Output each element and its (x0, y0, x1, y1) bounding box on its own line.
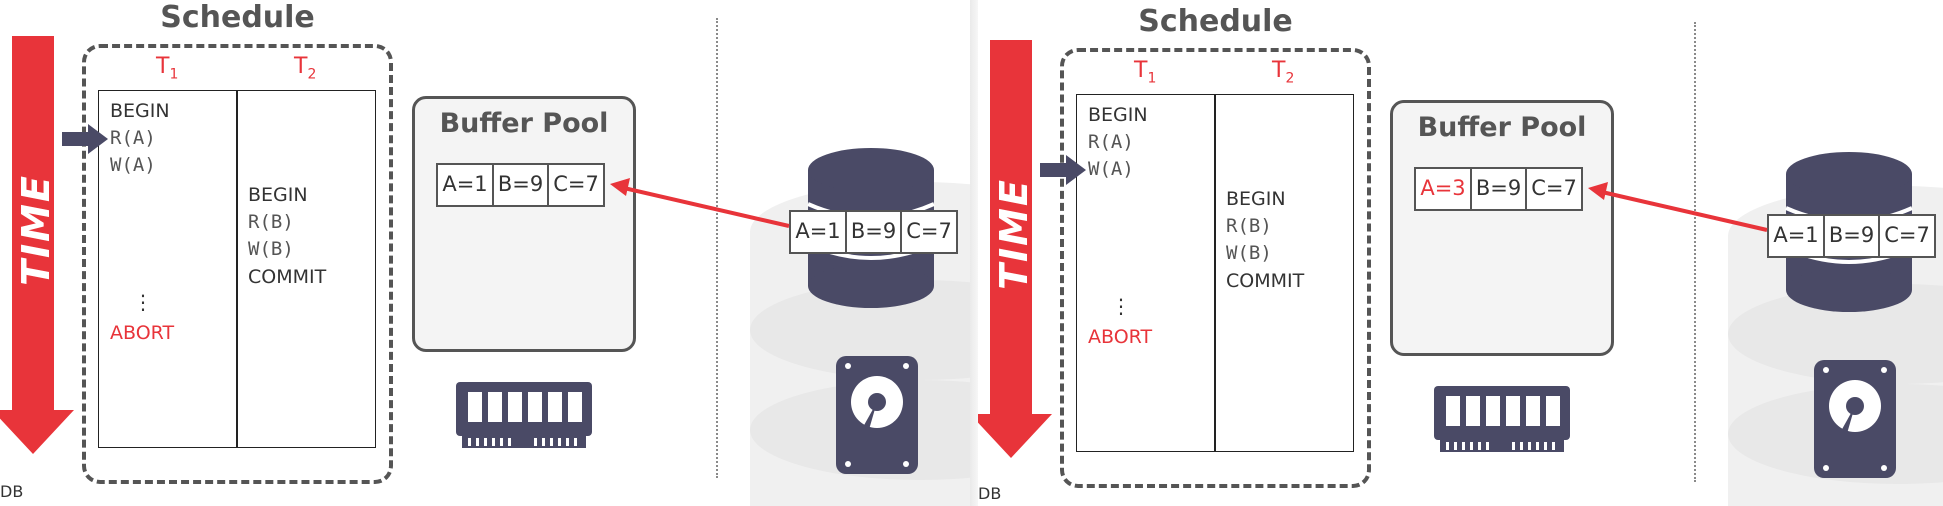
buffer-pool-cells: A=1 B=9 C=7 (436, 163, 605, 207)
ram-chip-icon (456, 382, 592, 448)
panel-separator (970, 0, 978, 506)
t1-header: T1 (156, 54, 179, 83)
column-divider (236, 90, 238, 448)
buffer-pool-box (412, 96, 636, 352)
schedule-frame (1060, 48, 1371, 488)
t2-header: T2 (1272, 58, 1295, 87)
disk-to-buffer-arrow-icon (610, 178, 790, 228)
ram-chip-icon (1434, 386, 1570, 452)
memory-disk-divider (716, 18, 718, 478)
buffer-cell-b: B=9 (1469, 167, 1528, 211)
disk-cells: A=1 B=9 C=7 (789, 210, 958, 254)
current-op-arrow-icon (1040, 155, 1086, 185)
schedule-title: Schedule (1138, 4, 1293, 39)
disk-cell-a: A=1 (1767, 214, 1825, 258)
buffer-pool-box (1390, 100, 1614, 356)
t2-read-b: R(B) (248, 211, 294, 233)
t2-commit: COMMIT (1226, 270, 1305, 292)
buffer-cell-c: C=7 (1525, 167, 1583, 211)
current-op-arrow-icon (62, 124, 108, 154)
t2-read-b: R(B) (1226, 215, 1272, 237)
footer-logo-text: DB (978, 484, 1002, 503)
disk-cell-b: B=9 (844, 210, 903, 254)
buffer-cell-a: A=1 (436, 163, 494, 207)
buffer-pool-title: Buffer Pool (1417, 112, 1587, 143)
panel-before-write: TIME Schedule T1 T2 BEGIN R(A) W(A) ⋮ AB… (0, 0, 970, 506)
t1-header: T1 (1134, 58, 1157, 87)
t2-begin: BEGIN (248, 184, 308, 206)
hard-drive-icon (836, 356, 918, 474)
disk-cell-c: C=7 (1878, 214, 1936, 258)
t1-read-a: R(A) (110, 127, 156, 149)
footer-logo-text: DB (0, 482, 24, 501)
t1-abort: ABORT (1088, 326, 1153, 348)
t2-write-b: W(B) (1226, 242, 1272, 264)
t1-write-a: W(A) (1088, 158, 1134, 180)
disk-cells: A=1 B=9 C=7 (1767, 214, 1936, 258)
column-divider (1214, 94, 1216, 452)
t2-begin: BEGIN (1226, 188, 1286, 210)
disk-cell-a: A=1 (789, 210, 847, 254)
t1-begin: BEGIN (110, 100, 170, 122)
t1-ellipsis: ⋮ (133, 290, 153, 314)
memory-disk-divider (1694, 22, 1696, 482)
schedule-frame (82, 44, 393, 484)
disk-to-buffer-arrow-icon (1588, 182, 1768, 232)
time-arrow-icon (0, 36, 74, 454)
t1-read-a: R(A) (1088, 131, 1134, 153)
disk-cell-c: C=7 (900, 210, 958, 254)
buffer-pool-cells: A=3 B=9 C=7 (1414, 167, 1583, 211)
t1-ellipsis: ⋮ (1111, 294, 1131, 318)
t2-commit: COMMIT (248, 266, 327, 288)
t2-header: T2 (294, 54, 317, 83)
panel-after-write: TIME Schedule T1 T2 BEGIN R(A) W(A) ⋮ AB… (978, 0, 1943, 506)
t2-write-b: W(B) (248, 238, 294, 260)
t1-begin: BEGIN (1088, 104, 1148, 126)
t1-abort: ABORT (110, 322, 175, 344)
time-arrow-icon (978, 40, 1052, 458)
t1-write-a: W(A) (110, 154, 156, 176)
schedule-title: Schedule (160, 0, 315, 35)
buffer-pool-title: Buffer Pool (439, 108, 609, 139)
buffer-cell-c: C=7 (547, 163, 605, 207)
hard-drive-icon (1814, 360, 1896, 478)
